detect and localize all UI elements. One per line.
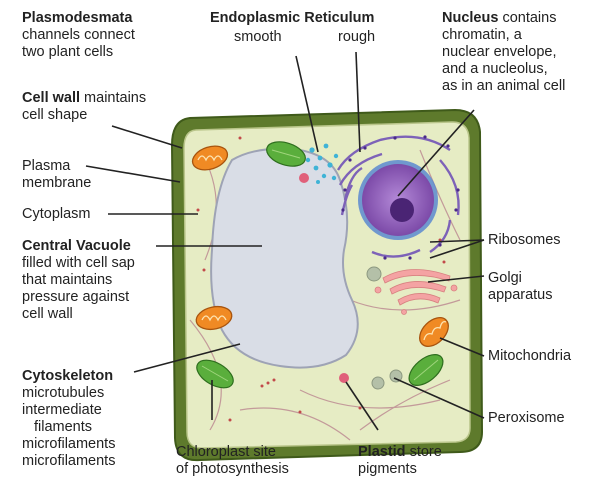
label-plasmodesmata: Plasmodesmata channels connect two plant… [22,10,135,61]
nucleolus [390,198,414,222]
label-peroxisome: Peroxisome [488,410,565,427]
label-nucleus: Nucleus contains chromatin, a nuclear en… [442,10,565,95]
label-cell-wall: Cell wall maintains cell shape [22,90,146,124]
nucleus [358,160,438,240]
label-er-smooth: smooth [234,29,282,46]
label-mitochondria: Mitochondria [488,348,571,365]
label-golgi: Golgi apparatus [488,270,553,304]
label-ribosomes: Ribosomes [488,232,561,249]
vesicle [367,267,381,281]
label-cytoskeleton: Cytoskeleton microtubules intermediate f… [22,368,115,470]
label-er-rough: rough [338,29,375,46]
label-endoplasmic-reticulum: Endoplasmic Reticulum [210,10,374,27]
label-cytoplasm: Cytoplasm [22,206,91,223]
label-central-vacuole: Central Vacuole filled with cell sap tha… [22,238,135,323]
plastid-small [299,173,309,183]
label-chloroplast: Chloroplast site of photosynthesis [176,444,289,478]
plastid [339,373,349,383]
central-vacuole [211,149,358,368]
peroxisome-1 [372,377,384,389]
label-plastid: Plastid store pigments [358,444,442,478]
label-plasma-membrane: Plasma membrane [22,158,91,192]
